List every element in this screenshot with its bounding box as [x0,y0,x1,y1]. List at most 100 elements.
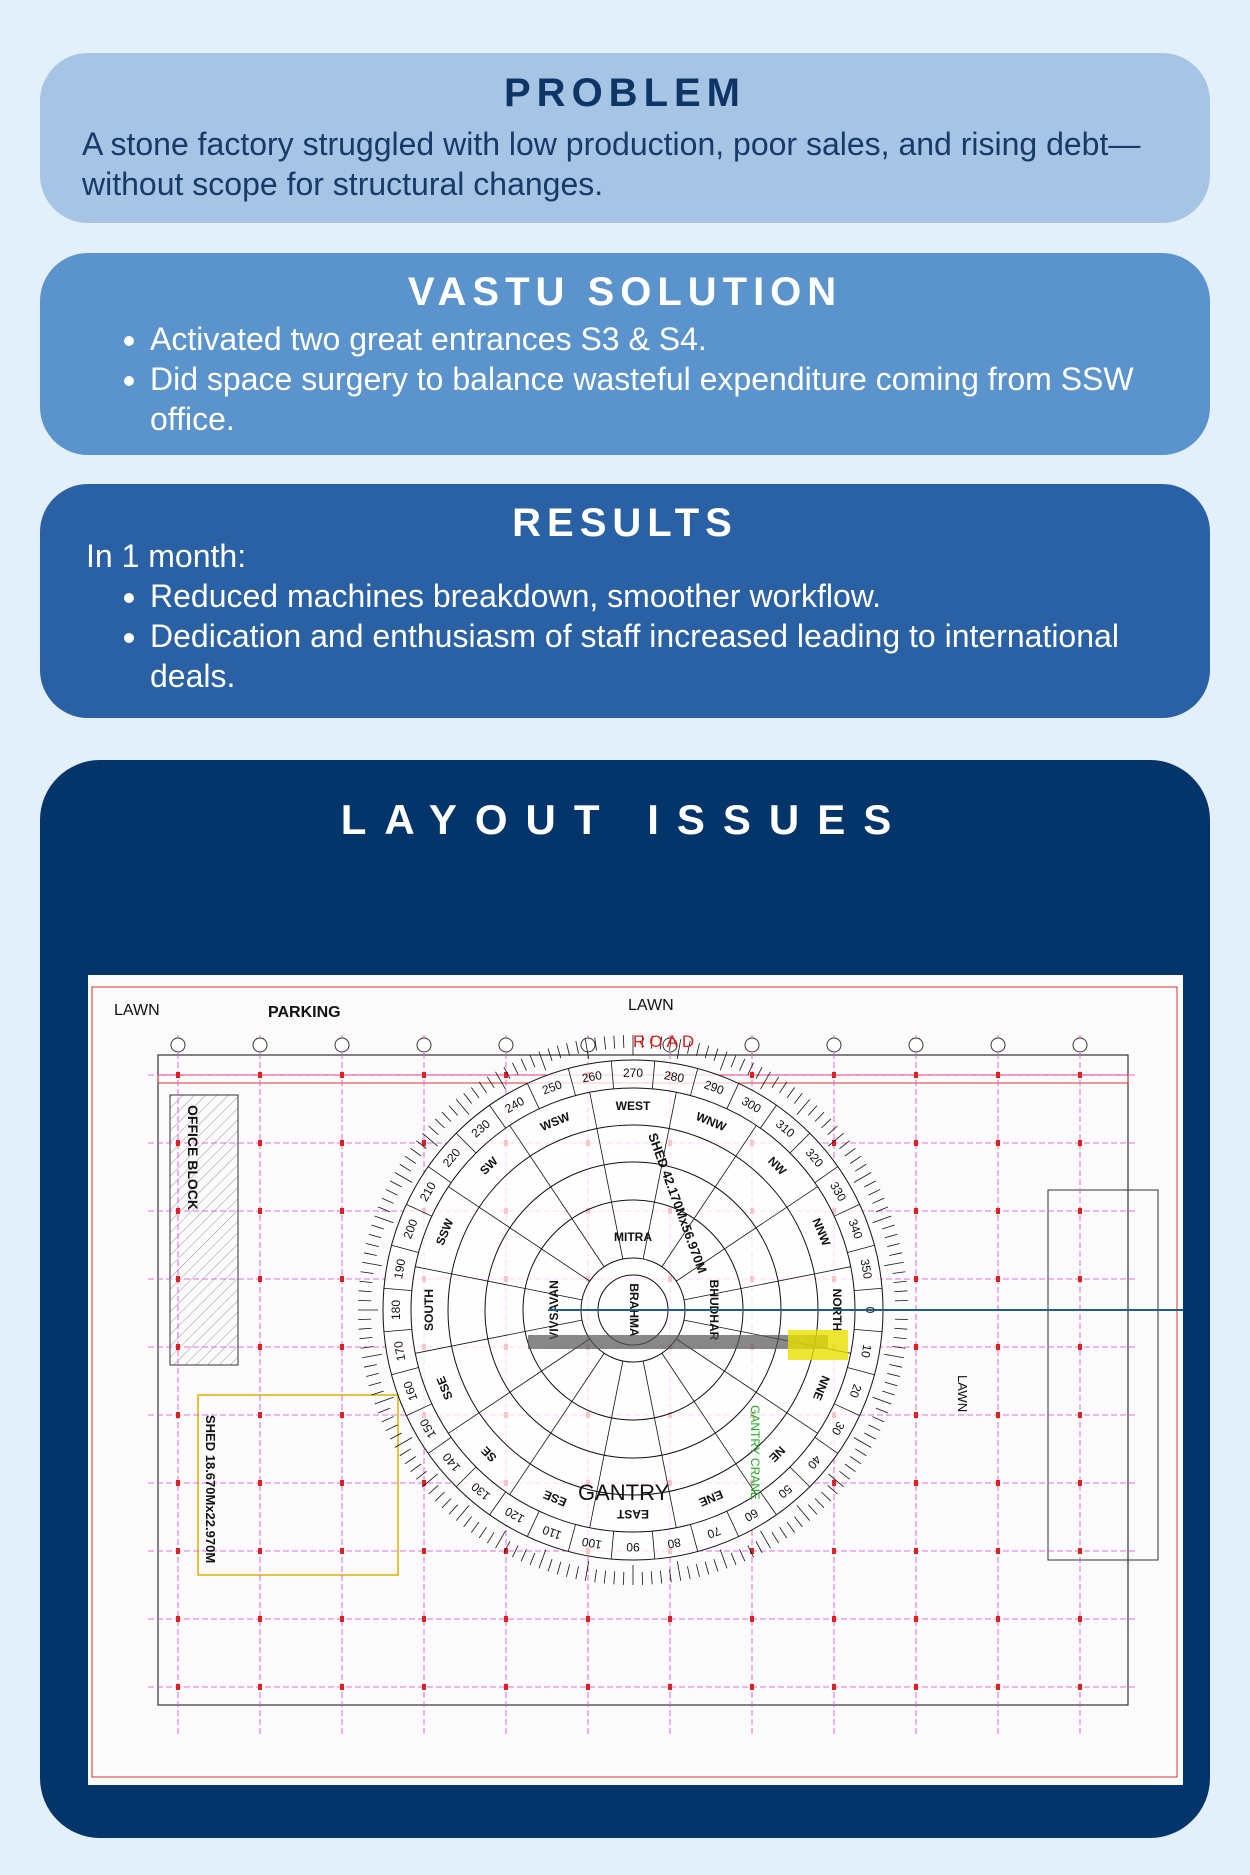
degree-label: 350 [858,1258,875,1280]
office-block [169,1094,239,1366]
compass-tick [828,1473,844,1488]
compass-tick [371,1224,384,1230]
compass-tick [730,1054,737,1068]
compass-tick [844,1148,856,1157]
column-mark [258,1140,262,1146]
zone-divider [589,1092,624,1260]
compass-tick [839,1470,850,1480]
column-mark [258,1208,262,1214]
compass-tick [363,1364,377,1368]
compass-tick [575,1040,579,1054]
problem-text: A stone factory struggled with low produ… [82,126,1141,202]
column-mark [340,1684,344,1690]
compass-tick [603,1570,607,1584]
compass-tick [771,1076,780,1089]
column-mark [340,1276,344,1282]
compass-tick [374,1396,394,1405]
compass-tick [359,1336,373,1340]
compass-tick [887,1243,900,1248]
lawn-right-area [1047,1189,1159,1561]
compass-tick [893,1280,907,1284]
zone-divider [676,1186,818,1282]
column-mark [176,1140,180,1146]
degree-label: 60 [742,1506,761,1525]
compass-tick [478,1081,487,1094]
compass-tick [786,1521,795,1533]
floor-plan-drawing: 0102030405060708090100110120130140150160… [91,986,1183,1778]
compass-tick [428,1485,439,1495]
compass-tick [358,1290,372,1293]
direction-label: EAST [616,1507,649,1521]
compass-tick [786,1087,795,1099]
degree-divider [391,1367,419,1376]
compass-tick [441,1111,452,1122]
column-mark [340,1140,344,1146]
compass-tick [676,1561,682,1581]
compass-tick [827,1485,838,1495]
compass-tick [704,1045,710,1059]
degree-label: 170 [391,1340,408,1362]
compass-tick [872,1215,892,1224]
compass-tick [892,1346,906,1349]
compass-tick [363,1252,377,1256]
column-mark [996,1344,1000,1350]
compass-tick [486,1531,495,1544]
degree-label: 280 [663,1068,685,1085]
column-mark [422,1480,426,1486]
direction-label: WEST [616,1099,651,1113]
compass-tick [455,1505,470,1521]
compass-tick [771,1531,780,1544]
column-mark [832,1140,836,1146]
compass-tick [730,1552,737,1566]
column-mark [1078,1140,1082,1146]
column-mark [914,1480,918,1486]
degree-label: 70 [705,1524,723,1542]
column-mark [832,1616,836,1622]
compass-tick [463,1516,473,1527]
compass-tick [844,1463,856,1472]
zone-divider [683,1266,851,1301]
column-mark [996,1072,1000,1078]
column-mark [258,1548,262,1554]
compass-tick [556,1561,562,1575]
compass-tick [779,1526,788,1539]
direction-label: SOUTH [422,1289,436,1331]
compass-tick [441,1498,452,1509]
degree-divider [651,1060,656,1089]
compass-tick [529,1054,536,1068]
compass-tick [362,1353,382,1359]
compass-tick [814,1498,825,1509]
results-title: RESULTS [512,501,738,545]
degree-label: 270 [623,1066,643,1080]
compass-tick [796,1099,811,1115]
compass-tick [704,1561,710,1575]
degree-label: 160 [400,1379,420,1403]
compass-tick [455,1099,470,1115]
compass-tick [613,1035,616,1049]
compass-tick [872,1197,885,1204]
compass-tick [884,1261,904,1267]
column-mark [176,1276,180,1282]
vastu-solution-list: Activated two great entrances S3 & S4. D… [40,319,1210,439]
machine-block [788,1330,848,1360]
shed-block [197,1394,399,1576]
compass-tick [719,1549,728,1569]
compass-tick [796,1505,811,1521]
compass-tick [828,1132,844,1147]
compass-tick [520,1058,527,1071]
column-mark [1078,1072,1082,1078]
column-mark [914,1684,918,1690]
degree-divider [847,1244,875,1253]
compass-tick [854,1163,867,1172]
column-mark [340,1616,344,1622]
grid-bubble [908,1037,924,1053]
column-mark [176,1684,180,1690]
degree-divider [455,1466,477,1488]
column-mark [504,1684,508,1690]
compass-tick [366,1372,379,1377]
compass-tick [594,1569,597,1583]
plan-border [91,986,1178,1778]
compass-tick [755,1067,763,1079]
column-mark [996,1684,1000,1690]
compass-tick [584,1561,590,1581]
